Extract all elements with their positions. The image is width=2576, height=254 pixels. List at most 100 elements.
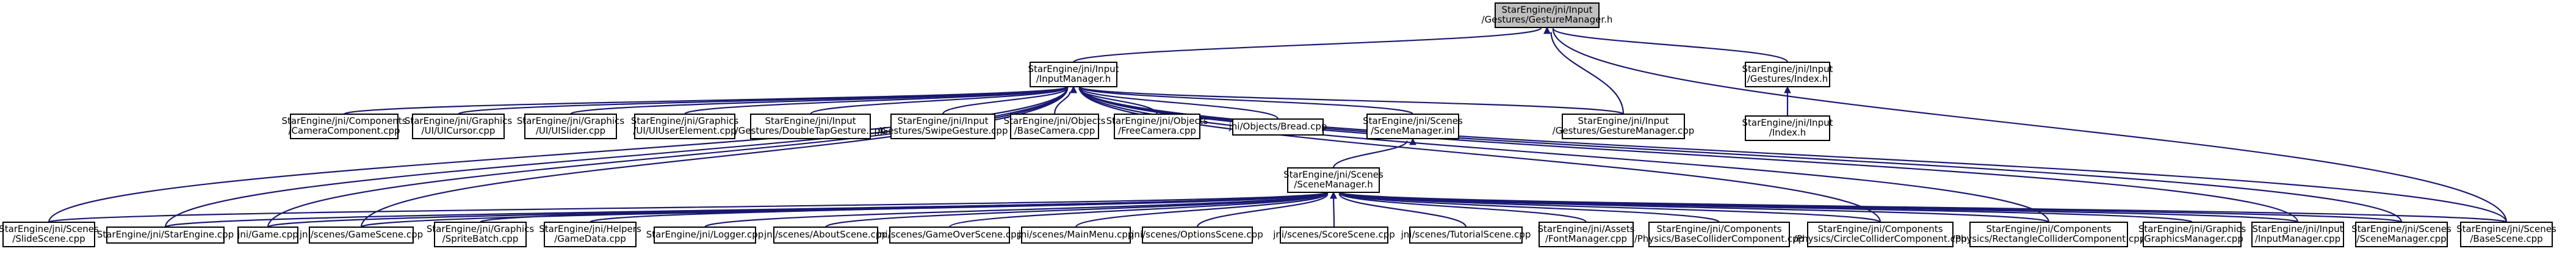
edge-line (1078, 86, 1414, 115)
node-freecam[interactable]: StarEngine/jni/Objects/FreeCamera.cpp (1106, 114, 1208, 139)
edge-line (1053, 91, 1071, 115)
node-label-line: StarEngine/jni/Input (1742, 117, 1833, 128)
node-box (434, 222, 527, 247)
node-label-line: StarEngine/jni/Input (1028, 64, 1119, 74)
node-idx_h[interactable]: StarEngine/jni/Input/Index.h (1742, 115, 1833, 141)
node-circlecollider[interactable]: StarEngine/jni/Components/Physics/Circle… (1794, 222, 1967, 247)
node-fontmgr[interactable]: StarEngine/jni/Assets/FontManager.cpp (1538, 222, 1635, 247)
node-label-line: /GraphicsManager.cpp (2141, 233, 2243, 244)
edge-line (1078, 87, 1279, 120)
node-scenemgr_cpp[interactable]: StarEngine/jni/Scenes/SceneManager.cpp (2351, 222, 2452, 247)
edge-arrowhead (1784, 85, 1791, 93)
edge-scenemgr_cpp-to-scenemgr_h (1330, 191, 2403, 223)
node-aboutscene[interactable]: jni/scenes/AboutScene.cpp (763, 227, 887, 244)
node-box (2355, 222, 2448, 247)
node-label-line: /Index.h (1769, 127, 1806, 138)
edge-line (1078, 87, 2403, 223)
node-basecam[interactable]: StarEngine/jni/Objects/BaseCamera.cpp (1004, 114, 1106, 139)
edge-line (1078, 87, 2050, 223)
node-scenemgr_inl[interactable]: StarEngine/jni/Scenes/SceneManager.inl (1363, 114, 1463, 139)
node-options[interactable]: jni/scenes/OptionsScene.cpp (1131, 227, 1263, 244)
node-label-line: /Physics/RectangleColliderComponent.cpp (1952, 233, 2146, 244)
node-gm_cpp[interactable]: StarEngine/jni/Input/Gestures/GestureMan… (1553, 114, 1695, 139)
node-label-line: StarEngine/jni/Graphics (517, 115, 625, 126)
node-label-line: StarEngine/jni/Components (1986, 223, 2111, 234)
node-box (1648, 222, 1790, 247)
node-label-line: /Gestures/DoubleTapGesture.cpp (735, 125, 886, 136)
node-box (1562, 114, 1685, 139)
edge-line (343, 86, 1069, 115)
node-logger[interactable]: StarEngine/jni/Logger.cpp (646, 227, 764, 244)
node-gamescene[interactable]: jni/scenes/GameScene.cpp (299, 227, 423, 244)
edge-line (569, 86, 1069, 115)
node-gamedata[interactable]: StarEngine/jni/Helpers/GameData.cpp (539, 222, 641, 247)
node-box (1807, 222, 1954, 247)
node-label-line: StarEngine/jni/Components (1817, 223, 1943, 234)
node-box (1539, 222, 1634, 247)
node-mainmenu[interactable]: jni/scenes/MainMenu.cpp (1018, 227, 1134, 244)
node-label-line: /BaseScene.cpp (2470, 233, 2542, 244)
node-swipe[interactable]: StarEngine/jni/Input/Gestures/SwipeGestu… (878, 114, 1008, 139)
node-slidescene[interactable]: StarEngine/jni/Scenes/SlideScene.cpp (0, 222, 99, 247)
node-gameover[interactable]: jni/scenes/GameOverScene.cpp (876, 227, 1022, 244)
node-tutorial[interactable]: jni/scenes/TutorialScene.cpp (1401, 227, 1531, 244)
edge-line (164, 192, 1329, 228)
edge-line (1552, 27, 1789, 63)
node-bread[interactable]: jni/Objects/Bread.cpp (1228, 118, 1327, 136)
edge-line (1338, 192, 1720, 223)
node-basescene[interactable]: StarEngine/jni/Scenes/BaseScene.cpp (2456, 222, 2556, 247)
edge-slidescene-to-im_h (48, 85, 1077, 223)
node-label-line: /FreeCamera.cpp (1118, 125, 1196, 136)
edge-line (1333, 198, 1335, 228)
node-label-line: jni/scenes/GameOverScene.cpp (876, 229, 1022, 240)
node-label-line: /SceneManager.inl (1371, 125, 1455, 136)
node-label-line: StarEngine/jni/Input (1502, 4, 1593, 15)
node-cam_comp[interactable]: StarEngine/jni/Components/CameraComponen… (281, 114, 407, 139)
node-label-line: /SlideScene.cpp (12, 233, 85, 244)
edge-arrowhead (1330, 191, 1337, 199)
edge-line (684, 86, 1069, 115)
node-im_cpp[interactable]: StarEngine/jni/Input/InputManager.cpp (2251, 222, 2344, 247)
edge-line (1338, 192, 1587, 223)
node-label-line: /FontManager.cpp (1545, 233, 1627, 244)
edge-basescene-to-gm_h (1543, 26, 2508, 223)
node-label-line: StarEngine/jni/Assets (1538, 223, 1635, 234)
node-label-line: StarEngine/jni/Input (1742, 64, 1833, 74)
node-scenemgr_h[interactable]: StarEngine/jni/Scenes/SceneManager.h (1283, 167, 1384, 193)
node-box (309, 227, 414, 244)
node-label-line: StarEngine/jni/Graphics (2138, 223, 2246, 234)
node-label-line: StarEngine/jni/Input (1578, 115, 1669, 126)
node-rectcollider[interactable]: StarEngine/jni/Components/Physics/Rectan… (1952, 222, 2146, 247)
edge-line (942, 87, 1069, 115)
node-basecollider[interactable]: StarEngine/jni/Components/Physics/BaseCo… (1634, 222, 1804, 247)
node-box (1366, 114, 1459, 139)
node-uicursor[interactable]: StarEngine/jni/Graphics/UI/UICursor.cpp (405, 114, 513, 139)
node-label-line: jni/Objects/Bread.cpp (1228, 121, 1327, 132)
node-label-line: /GameData.cpp (554, 233, 626, 244)
node-box (237, 227, 298, 244)
node-gm_h[interactable]: StarEngine/jni/Input/Gestures/GestureMan… (1482, 2, 1613, 28)
node-dbltap[interactable]: StarEngine/jni/Input/Gestures/DoubleTapG… (735, 114, 886, 139)
node-uiuser[interactable]: StarEngine/jni/Graphics/UI/UIUserElement… (631, 114, 739, 139)
edge-line (1338, 192, 2403, 223)
node-box (106, 227, 225, 244)
node-graphicsmgr[interactable]: StarEngine/jni/Graphics/GraphicsManager.… (2138, 222, 2246, 247)
node-label-line: /UI/UIUserElement.cpp (633, 125, 736, 136)
node-gidx_h[interactable]: StarEngine/jni/Input/Gestures/Index.h (1742, 62, 1833, 87)
node-label-line: jni/scenes/GameScene.cpp (299, 229, 423, 240)
node-im_h[interactable]: StarEngine/jni/Input/InputManager.h (1028, 62, 1119, 87)
node-score[interactable]: jni/scenes/ScoreScene.cpp (1272, 227, 1395, 244)
node-uislider[interactable]: StarEngine/jni/Graphics/UI/UISlider.cpp (517, 114, 625, 139)
node-game[interactable]: jni/Game.cpp (237, 227, 298, 244)
edge-line (824, 192, 1329, 228)
edge-line (1075, 192, 1329, 228)
node-box (524, 114, 617, 139)
node-spritebatch[interactable]: StarEngine/jni/Graphics/SpriteBatch.cpp (427, 222, 535, 247)
node-box (412, 114, 505, 139)
node-label-line: StarEngine/jni/Input (898, 115, 989, 126)
node-starengine[interactable]: StarEngine/jni/StarEngine.cpp (97, 227, 234, 244)
edge-scenemgr_h-to-scenemgr_inl (1332, 137, 1416, 169)
edge-cam_comp-to-im_h (343, 85, 1077, 115)
edge-line (48, 87, 1069, 223)
